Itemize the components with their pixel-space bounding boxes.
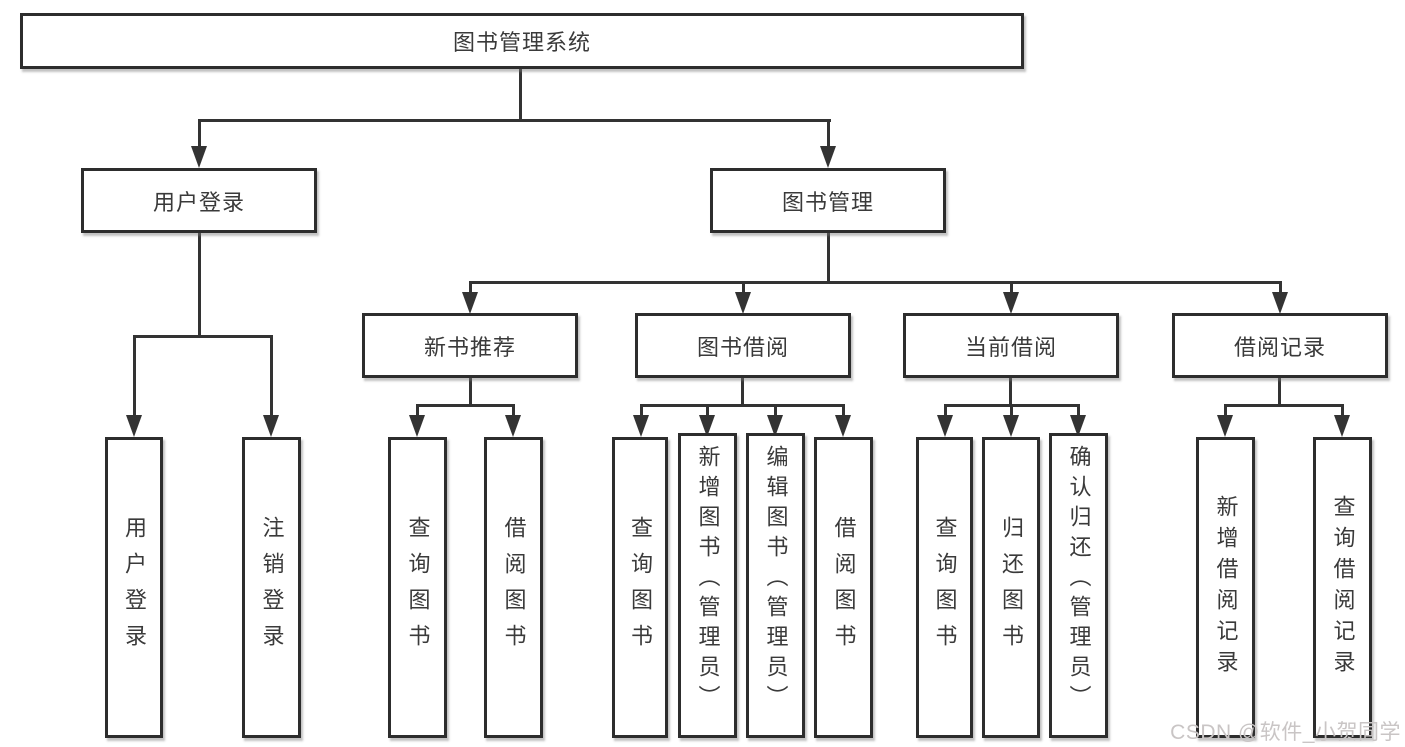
arrowhead-book-mgmt [820, 146, 836, 168]
connector-drop-bb-add [706, 404, 709, 418]
leaf-bb-edit-book-label: 编辑图书（管理员） [763, 445, 789, 715]
connector-drop-cb-confirm [1077, 404, 1080, 418]
leaf-cb-return-books: 归还图书 [982, 437, 1040, 738]
leaf-bb-edit-book: 编辑图书（管理员） [746, 433, 805, 738]
node-root: 图书管理系统 [20, 13, 1024, 69]
connector-drop-cb-query [944, 404, 947, 418]
leaf-cb-confirm-return-label: 确认归还（管理员） [1066, 445, 1092, 715]
node-book-borrow-label: 图书借阅 [696, 334, 789, 360]
arrowhead-bb-edit [767, 415, 783, 437]
leaf-br-query-record: 查询借阅记录 [1313, 437, 1372, 738]
connector-drop-book-borrow [742, 281, 745, 296]
leaf-bb-add-book: 新增图书（管理员） [678, 433, 737, 738]
arrowhead-bb-query [633, 415, 649, 437]
leaf-br-query-record-label: 查询借阅记录 [1330, 494, 1356, 681]
node-current-borrow: 当前借阅 [903, 313, 1119, 378]
node-current-borrow-label: 当前借阅 [964, 334, 1057, 360]
arrowhead-br-add [1217, 415, 1233, 437]
leaf-logout-label: 注销登录 [259, 515, 285, 660]
node-new-book-rec-label: 新书推荐 [423, 334, 516, 360]
connector-new-book-rec-rail [416, 404, 515, 407]
leaf-logout: 注销登录 [242, 437, 301, 738]
connector-user-login-rail [133, 335, 273, 338]
leaf-bb-borrow-books-label: 借阅图书 [831, 515, 857, 660]
arrowhead-borrow-records [1272, 292, 1288, 314]
node-user-login: 用户登录 [81, 168, 317, 233]
connector-drop-current-borrow [1010, 281, 1013, 296]
node-borrow-records: 借阅记录 [1172, 313, 1388, 378]
connector-book-borrow-rail [640, 404, 844, 407]
connector-drop-bb-borrow [842, 404, 845, 418]
arrowhead-leaf-user-login [126, 415, 142, 437]
leaf-user-login: 用户登录 [105, 437, 163, 738]
connector-book-mgmt-stem [827, 233, 830, 284]
connector-drop-nbr-query [416, 404, 419, 418]
leaf-br-add-record: 新增借阅记录 [1196, 437, 1255, 738]
node-new-book-rec: 新书推荐 [362, 313, 578, 378]
connector-drop-cb-return [1010, 404, 1013, 418]
node-borrow-records-label: 借阅记录 [1233, 334, 1326, 360]
arrowhead-cb-query [937, 415, 953, 437]
leaf-cb-query-books-label: 查询图书 [932, 515, 958, 660]
connector-user-login-stem [198, 233, 201, 337]
leaf-bb-add-book-label: 新增图书（管理员） [695, 445, 721, 715]
connector-drop-leaf-logout [270, 335, 273, 419]
leaf-bb-query-books: 查询图书 [612, 437, 668, 738]
leaf-cb-return-books-label: 归还图书 [999, 515, 1024, 660]
connector-borrow-records-stem [1278, 378, 1281, 407]
connector-drop-user-login [198, 119, 201, 149]
connector-drop-book-mgmt [827, 119, 830, 149]
arrowhead-bb-borrow [835, 415, 851, 437]
connector-level1-rail [198, 119, 831, 122]
arrowhead-current-borrow [1003, 292, 1019, 314]
leaf-nbr-borrow-books: 借阅图书 [484, 437, 543, 738]
connector-book-borrow-stem [741, 378, 744, 407]
connector-current-borrow-stem [1009, 378, 1012, 407]
csdn-watermark: CSDN @软件_小贺同学 [1170, 721, 1401, 744]
connector-root-stem [519, 69, 522, 121]
connector-drop-br-query [1341, 404, 1344, 418]
leaf-bb-query-books-label: 查询图书 [628, 515, 653, 660]
connector-borrow-records-rail [1224, 404, 1344, 407]
arrowhead-cb-return [1003, 415, 1019, 437]
leaf-br-add-record-label: 新增借阅记录 [1213, 494, 1239, 681]
node-book-borrow: 图书借阅 [635, 313, 851, 378]
connector-new-book-rec-stem [469, 378, 472, 407]
leaf-nbr-query-books-label: 查询图书 [405, 515, 431, 660]
leaf-cb-confirm-return: 确认归还（管理员） [1049, 433, 1108, 738]
node-user-login-label: 用户登录 [152, 189, 245, 215]
node-root-label: 图书管理系统 [452, 30, 591, 55]
connector-drop-nbr-borrow [512, 404, 515, 418]
arrowhead-new-book-rec [462, 292, 478, 314]
connector-drop-leaf-user-login [133, 335, 136, 419]
connector-drop-br-add [1224, 404, 1227, 418]
arrowhead-nbr-query [409, 415, 425, 437]
arrowhead-nbr-borrow [505, 415, 521, 437]
arrowhead-leaf-logout [263, 415, 279, 437]
connector-book-mgmt-rail [469, 281, 1282, 284]
leaf-nbr-borrow-books-label: 借阅图书 [501, 515, 527, 660]
connector-drop-new-book-rec [469, 281, 472, 296]
arrowhead-user-login [191, 146, 207, 168]
arrowhead-cb-confirm [1070, 415, 1086, 437]
node-book-mgmt: 图书管理 [710, 168, 946, 233]
leaf-user-login-label: 用户登录 [122, 515, 147, 660]
connector-drop-bb-query [640, 404, 643, 418]
connector-drop-bb-edit [774, 404, 777, 418]
leaf-nbr-query-books: 查询图书 [388, 437, 447, 738]
connector-drop-borrow-records [1279, 281, 1282, 296]
node-book-mgmt-label: 图书管理 [781, 189, 874, 215]
leaf-cb-query-books: 查询图书 [916, 437, 973, 738]
leaf-bb-borrow-books: 借阅图书 [814, 437, 873, 738]
arrowhead-br-query [1334, 415, 1350, 437]
arrowhead-bb-add [699, 415, 715, 437]
arrowhead-book-borrow [735, 292, 751, 314]
